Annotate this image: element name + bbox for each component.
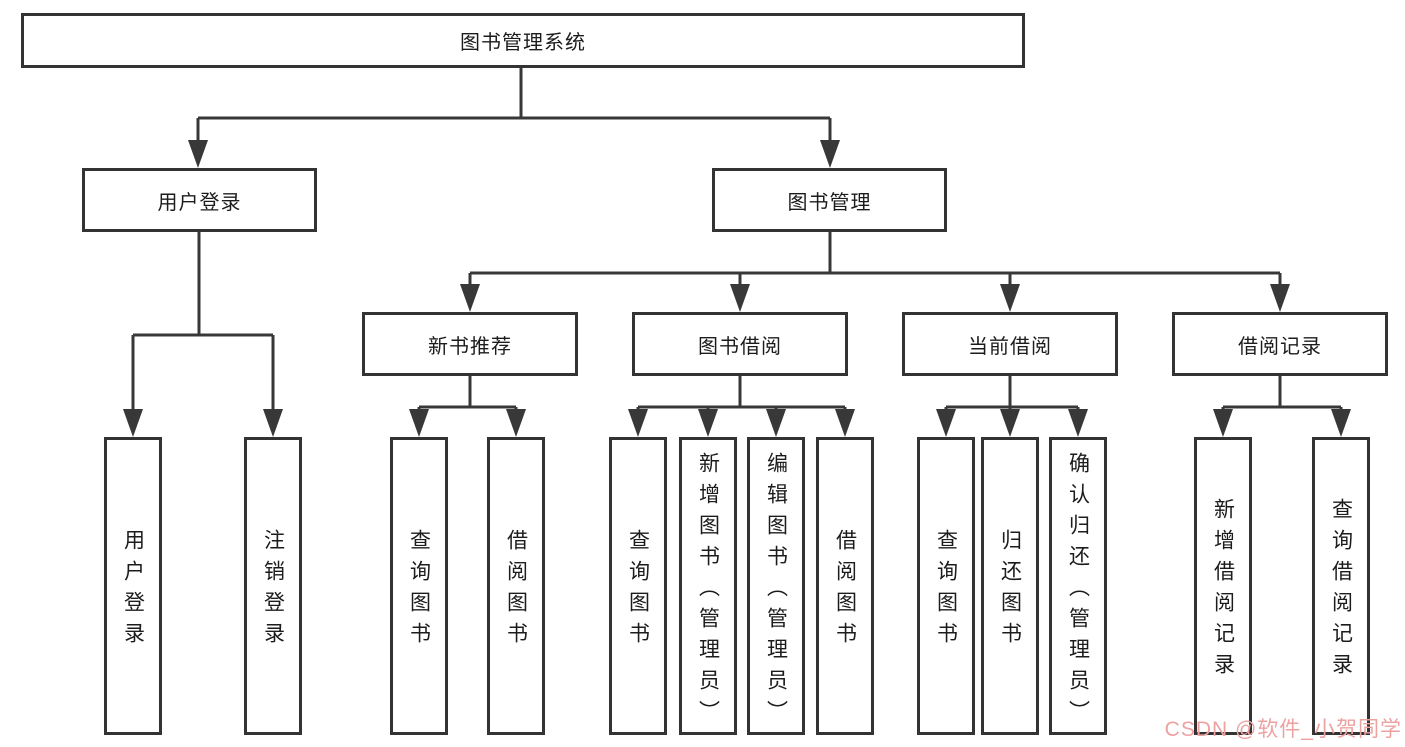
leaf-add-books-admin-label: 新增图书（管理员）: [696, 451, 720, 731]
leaf-query-books-borrow: 查询图书: [609, 437, 667, 735]
leaf-add-books-admin: 新增图书（管理员）: [679, 437, 737, 735]
node-book-management: 图书管理: [712, 168, 947, 232]
leaf-borrow-books-newbook-label: 借阅图书: [504, 529, 528, 653]
csdn-watermark: CSDN @软件_小贺同学: [1164, 718, 1402, 741]
node-current-borrow-label: 当前借阅: [968, 335, 1052, 358]
leaf-confirm-return-admin: 确认归还（管理员）: [1049, 437, 1107, 735]
leaf-logout: 注销登录: [244, 437, 302, 735]
node-current-borrow: 当前借阅: [902, 312, 1118, 376]
node-new-book-recommend-label: 新书推荐: [428, 335, 512, 358]
node-root-label: 图书管理系统: [460, 32, 586, 54]
leaf-query-books-current-label: 查询图书: [934, 529, 958, 653]
leaf-return-books-label: 归还图书: [998, 529, 1022, 653]
leaf-borrow-books-label: 借阅图书: [833, 529, 857, 653]
leaf-borrow-books-newbook: 借阅图书: [487, 437, 545, 735]
node-book-borrow: 图书借阅: [632, 312, 848, 376]
node-book-borrow-label: 图书借阅: [698, 335, 782, 358]
node-user-login-label: 用户登录: [157, 191, 242, 214]
leaf-borrow-books: 借阅图书: [816, 437, 874, 735]
leaf-user-login-label: 用户登录: [121, 529, 145, 653]
arrowheads: [123, 140, 1351, 437]
leaf-edit-books-admin-label: 编辑图书（管理员）: [764, 451, 788, 731]
node-borrow-records: 借阅记录: [1172, 312, 1388, 376]
leaf-add-borrow-record-label: 新增借阅记录: [1211, 498, 1235, 684]
node-book-management-label: 图书管理: [787, 191, 872, 214]
node-user-login: 用户登录: [82, 168, 317, 232]
leaf-edit-books-admin: 编辑图书（管理员）: [747, 437, 805, 735]
node-new-book-recommend: 新书推荐: [362, 312, 578, 376]
leaf-query-books-borrow-label: 查询图书: [626, 529, 650, 653]
leaf-query-borrow-record-label: 查询借阅记录: [1329, 498, 1353, 684]
node-root: 图书管理系统: [21, 13, 1025, 68]
leaf-add-borrow-record: 新增借阅记录: [1194, 437, 1252, 735]
leaf-query-borrow-record: 查询借阅记录: [1312, 437, 1370, 735]
leaf-logout-label: 注销登录: [261, 529, 285, 653]
leaf-user-login: 用户登录: [104, 437, 162, 735]
leaf-query-books-newbook-label: 查询图书: [407, 529, 431, 653]
leaf-query-books-newbook: 查询图书: [390, 437, 448, 735]
leaf-query-books-current: 查询图书: [917, 437, 975, 735]
leaf-return-books: 归还图书: [981, 437, 1039, 735]
node-borrow-records-label: 借阅记录: [1238, 335, 1322, 358]
leaf-confirm-return-admin-label: 确认归还（管理员）: [1066, 451, 1090, 731]
